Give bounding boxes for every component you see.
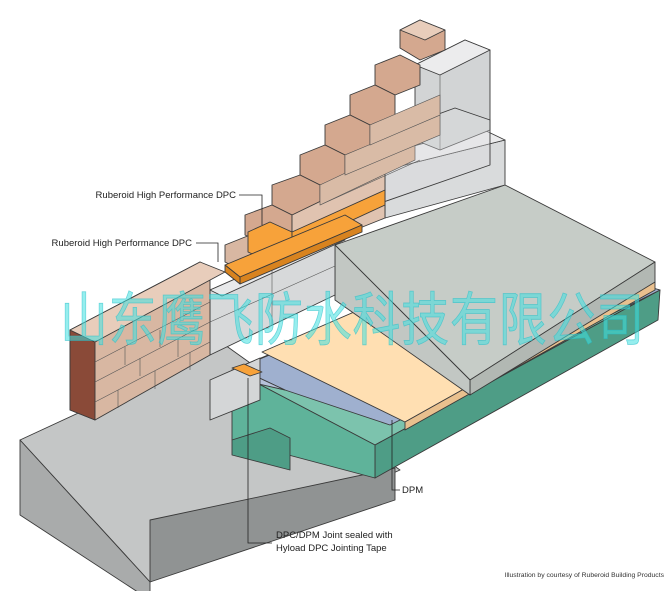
- label-dpm: DPM: [402, 485, 423, 496]
- watermark-text: 山东鹰飞防水科技有限公司: [60, 286, 645, 354]
- label-dpc-lower: Ruberoid High Performance DPC: [52, 238, 193, 249]
- label-joint-line1: DPC/DPM Joint sealed with: [276, 530, 393, 541]
- floor-slab: [334, 184, 656, 396]
- label-dpc-upper: Ruberoid High Performance DPC: [96, 190, 237, 201]
- credit-text: Illustration by courtesy of Ruberoid Bui…: [505, 572, 665, 579]
- leader-lines: [196, 194, 400, 544]
- dpc-strips: [224, 189, 386, 377]
- label-joint-line2: Hyload DPC Jointing Tape: [276, 543, 387, 554]
